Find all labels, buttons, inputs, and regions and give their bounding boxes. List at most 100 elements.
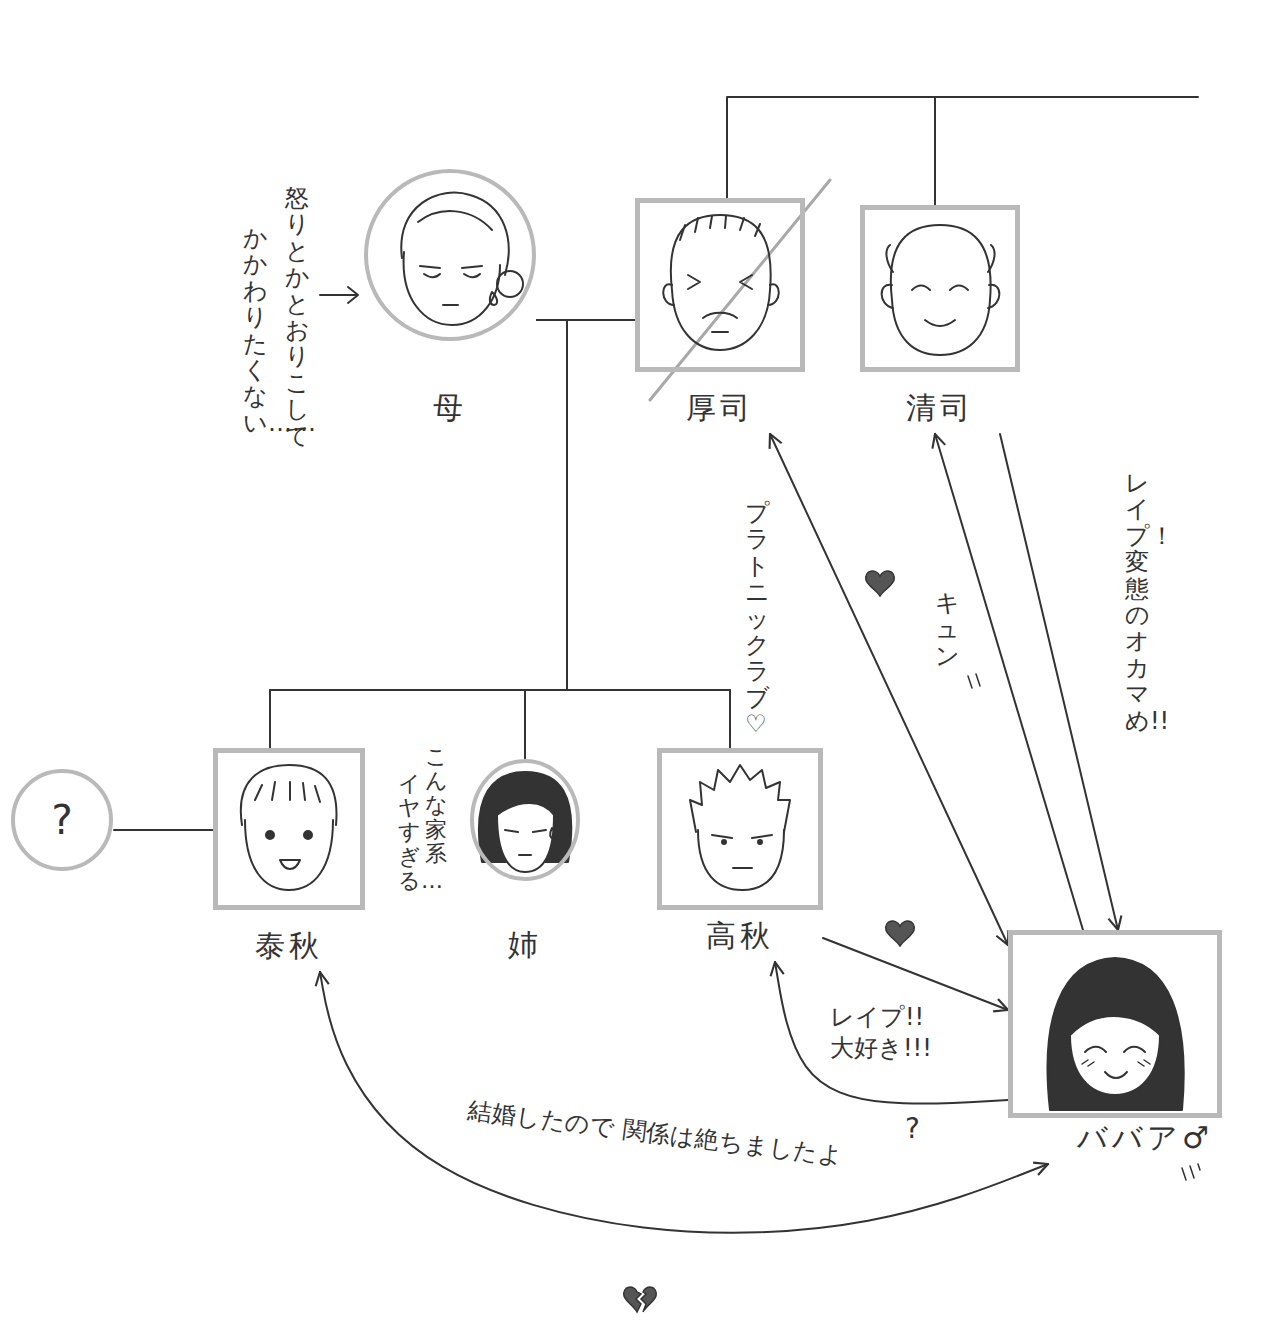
circle-outline-shape [472, 761, 578, 879]
note-text: 怒りとか とおりこして [285, 185, 309, 449]
relation-line [537, 320, 730, 748]
relation-line [114, 829, 213, 831]
face [245, 820, 333, 890]
hair-line [418, 211, 492, 230]
portrait-frame [363, 168, 537, 342]
person-name: 高秋 [657, 918, 823, 954]
face [891, 225, 991, 355]
sister-face [479, 772, 571, 872]
eyes [420, 266, 482, 268]
circle-outline-shape [13, 771, 111, 869]
person-name: 姉 [469, 927, 581, 963]
atsushi-face [663, 215, 779, 350]
person-node: 母 [363, 168, 537, 426]
eyes [712, 835, 772, 838]
hair [241, 765, 337, 825]
mouth [925, 320, 955, 326]
relation-line [823, 938, 1008, 1010]
eyes [912, 286, 968, 291]
sparkle [968, 674, 980, 688]
kiyoshi-face [882, 225, 1000, 355]
mother-face [401, 193, 523, 325]
relation-line [727, 97, 935, 205]
sparkle [1182, 1164, 1200, 1180]
mouth [733, 867, 752, 869]
relation-label: レイプ!! 大好き!!! [830, 1002, 970, 1064]
person-name: 母 [363, 390, 537, 426]
heart [866, 571, 894, 596]
face [671, 215, 771, 350]
sweat-drop [550, 828, 555, 838]
person-name: 厚司 [635, 390, 805, 426]
circle-content: ? [10, 768, 114, 872]
person-node: 清司 [860, 205, 1020, 426]
portrait-frame [1008, 930, 1222, 1118]
relation-line [525, 320, 567, 758]
portrait-frame [657, 748, 823, 910]
person-name: 清司 [860, 390, 1020, 426]
face [497, 803, 554, 872]
side-hair [886, 245, 994, 272]
eyelids [424, 274, 480, 277]
portrait-frame [860, 205, 1020, 372]
portrait-frame: ? [10, 768, 114, 872]
broken-heart [624, 1287, 641, 1312]
broken-heart [641, 1287, 656, 1312]
note-text: イヤすぎる… [398, 772, 420, 893]
unknown-mark: ? [51, 796, 72, 844]
takaaki-face [690, 765, 790, 890]
relation-line [1000, 434, 1118, 930]
person-node: 姉 [469, 758, 581, 963]
blush [1082, 1060, 1150, 1066]
portrait-frame [213, 748, 365, 910]
person-node: ? [10, 768, 114, 872]
relation-line [935, 434, 1083, 930]
person-node: 泰秋 [213, 748, 365, 964]
relation-line [525, 320, 635, 758]
sweat-drop [490, 292, 497, 305]
mouth [280, 860, 300, 869]
mouth [519, 854, 531, 856]
circle-outline [469, 758, 581, 882]
relation-label: レイプ！変態のオカマめ!! [1125, 470, 1149, 734]
mouth [712, 331, 728, 333]
hair [1048, 958, 1184, 1110]
relation-line [770, 434, 1008, 945]
hair [690, 765, 790, 832]
family-line [935, 96, 1198, 98]
relation-label: キュン [935, 590, 959, 669]
person-node: 厚司 [635, 198, 805, 426]
hair [401, 193, 508, 275]
eyes [1085, 1047, 1145, 1052]
relation-label: 結婚したので 関係は絶ちましたよ [466, 1095, 847, 1172]
connectors [114, 97, 1118, 1233]
person-name: 泰秋 [213, 928, 365, 964]
mouth [1105, 1072, 1127, 1078]
ears [663, 284, 779, 305]
portrait-frame [469, 758, 581, 882]
hair-bun [497, 271, 523, 297]
person-node: ババア♂ [1008, 930, 1222, 1156]
yasuaki-face [241, 765, 337, 890]
pupil [722, 840, 726, 844]
heart [886, 921, 914, 946]
relation-line [320, 972, 1048, 1233]
mustache [703, 313, 737, 318]
relation-label: ? [905, 1112, 920, 1145]
relation-line [270, 320, 635, 748]
note-text: こんな家系 [425, 745, 447, 866]
relation-line [567, 320, 730, 748]
face [698, 830, 784, 890]
relation-label: プラトニックラブ♡ [745, 500, 769, 738]
pupil [758, 840, 762, 844]
eye [266, 831, 274, 839]
ears [882, 285, 1000, 308]
face [1070, 1016, 1160, 1095]
person-name: ババア♂ [1008, 1120, 1222, 1156]
note-text: かかわりたくない…… [243, 225, 267, 436]
hair [680, 216, 760, 240]
person-node: 高秋 [657, 748, 823, 954]
eyes [688, 275, 752, 289]
portrait-frame [635, 198, 805, 372]
